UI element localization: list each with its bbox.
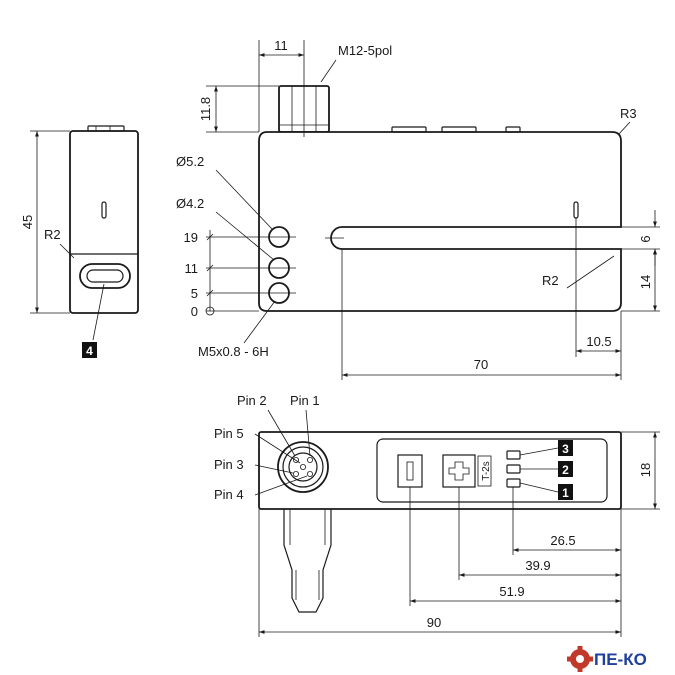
cable-body [283,509,332,613]
led-badge-3-label: 3 [562,442,569,456]
dim-51-9: 51.9 [499,584,524,599]
display-panel [376,438,608,503]
origin-mark [205,306,215,316]
teach-button-label: T-2s [481,461,492,480]
connector-width-dim: 11 [274,38,288,53]
gear-icon [567,646,593,672]
led-badge-3 [558,440,573,456]
lower-height-dim: 14 [638,275,653,289]
side-led-slot [101,201,107,219]
front-view: 19 11 5 0 Ø5.2 Ø4.2 M5x0.8 - 6H 11 M12-5… [176,38,660,380]
side-height-dim: 45 [20,215,35,229]
slot-width-dim: 6 [638,235,653,242]
pin-3-dot [292,470,299,477]
side-connector-window [79,263,131,289]
side-badge [82,342,97,358]
side-view: 45 R2 4 [20,125,139,358]
connector-label: M12-5pol [338,43,392,58]
hole-large-label: Ø5.2 [176,154,204,169]
led-badge-2 [558,461,573,477]
thread-label: M5x0.8 - 6H [198,344,269,359]
logo-text: ПЕ-КО [594,650,647,669]
front-view-body [258,131,622,312]
dim-26-5: 26.5 [550,533,575,548]
pin-1-dot [306,456,313,463]
pin-1-label: Pin 1 [290,393,320,408]
pin-2-dot [292,456,299,463]
top-view-body [258,431,622,510]
top-view: T-2s 3 2 1 Pin 2 Pin 1 Pin 5 Pin 3 Pin 4… [214,393,660,637]
corner-radius-label: R3 [620,106,637,121]
hole-pos-0: 0 [191,304,198,319]
hole-pos-5: 5 [191,286,198,301]
hole-pos-19: 19 [184,230,198,245]
hole-pos-11: 11 [185,261,199,276]
side-badge-label: 4 [86,344,93,358]
led-badge-1-label: 1 [562,486,569,500]
hole-small-label: Ø4.2 [176,196,204,211]
connector-face-outer [277,441,329,493]
pin-4-label: Pin 4 [214,487,244,502]
brand-logo: ПЕ-КО [567,646,647,672]
slot-offset-dim: 10.5 [586,334,611,349]
slot-depth-dim: 70 [474,357,488,372]
pin-2-label: Pin 2 [237,393,267,408]
led-badge-1 [558,484,573,500]
connector-height-dim: 11.8 [198,97,213,121]
pin-5-label: Pin 5 [214,426,244,441]
top-height-dim: 18 [638,463,653,477]
pin-5-dot [299,463,306,470]
slot-radius-label: R2 [542,273,559,288]
dim-39-9: 39.9 [525,558,550,573]
pin-4-dot [306,470,313,477]
side-radius-label: R2 [44,227,61,242]
dim-90: 90 [427,615,441,630]
led-badge-2-label: 2 [562,463,569,477]
pin-3-label: Pin 3 [214,457,244,472]
